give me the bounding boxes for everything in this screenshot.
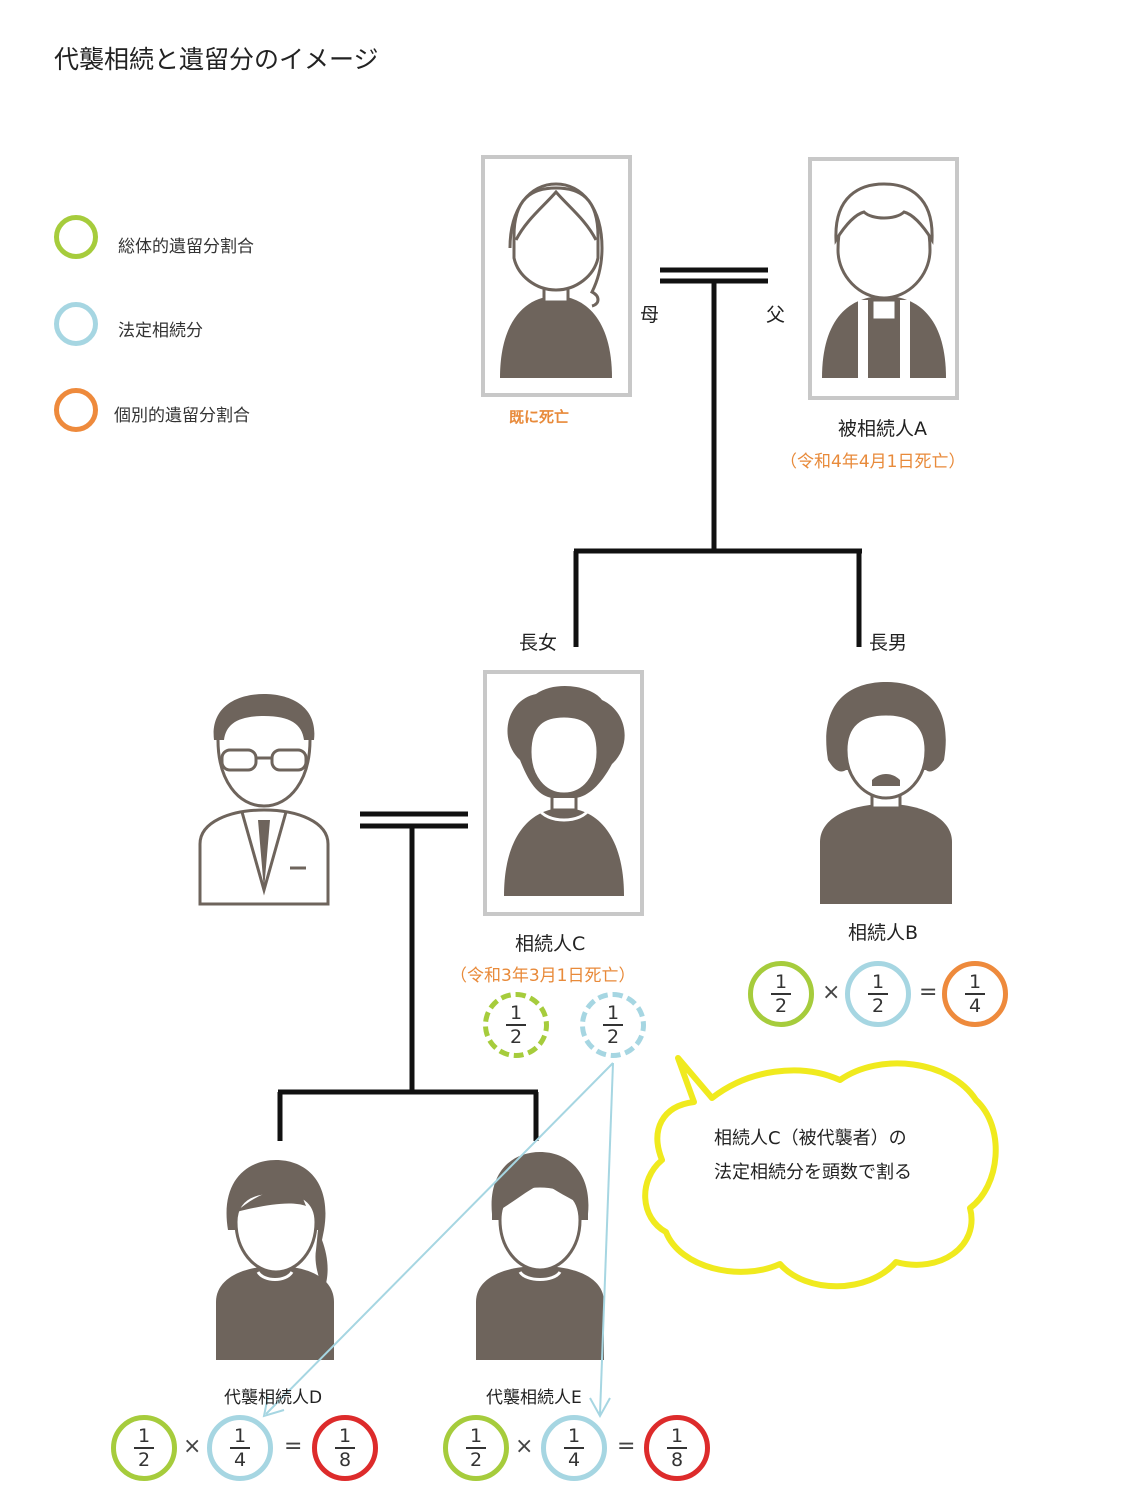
legend-circle-overall [54, 215, 98, 259]
father-role-label: 父 [766, 304, 786, 326]
daughter-figure-icon [504, 686, 625, 896]
legend-label-statutory: 法定相続分 [118, 321, 203, 341]
fraction-numerator: 1 [871, 971, 885, 994]
fraction-denominator: 8 [338, 1448, 352, 1471]
distribution-arrows [262, 1062, 614, 1419]
fraction-denominator: 2 [606, 1025, 620, 1048]
daughter-role-label: 長女 [519, 632, 558, 654]
arrow-head-d [262, 1395, 285, 1418]
father-death-note: （令和4年4月1日死亡） [780, 452, 966, 472]
fraction-bar [506, 1024, 526, 1026]
fraction-numerator: 1 [774, 971, 788, 994]
fraction-denominator: 4 [968, 994, 982, 1017]
fraction-denominator: 4 [233, 1448, 247, 1471]
daughter-death-note: （令和3年3月1日死亡） [450, 966, 636, 986]
tree-lines [277, 267, 862, 1141]
fraction-bar [230, 1447, 250, 1449]
fraction-numerator: 1 [968, 971, 982, 994]
mother-figure-icon [500, 182, 612, 378]
father-name-label: 被相続人A [838, 418, 927, 440]
son-figure-icon [820, 682, 952, 904]
d-times-sign: × [183, 1434, 202, 1459]
fraction-bar [667, 1447, 687, 1449]
fraction-denominator: 2 [871, 994, 885, 1017]
arrow-to-e [599, 1062, 614, 1415]
grandchild-e-figure-icon [476, 1152, 604, 1360]
fraction-denominator: 8 [670, 1448, 684, 1471]
fraction-numerator: 1 [137, 1425, 151, 1448]
callout-cloud [642, 1055, 999, 1290]
fraction-denominator: 2 [469, 1448, 483, 1471]
fraction-numerator: 1 [567, 1425, 581, 1448]
b-times-sign: × [822, 980, 841, 1005]
fraction-bar [868, 993, 888, 995]
arrow-head-e [589, 1397, 611, 1419]
fraction-denominator: 2 [137, 1448, 151, 1471]
fraction-bar [603, 1024, 623, 1026]
son-name-label: 相続人B [848, 922, 919, 944]
legend-circle-individual [54, 388, 98, 432]
arrow-to-d [265, 1062, 614, 1415]
e-times-sign: × [515, 1434, 534, 1459]
callout-text-line-2: 法定相続分を頭数で割る [714, 1162, 912, 1183]
fraction-denominator: 2 [509, 1025, 523, 1048]
grandchild-e-name-label: 代襲相続人E [486, 1388, 582, 1408]
fraction-numerator: 1 [606, 1002, 620, 1025]
fraction-numerator: 1 [670, 1425, 684, 1448]
fraction-numerator: 1 [338, 1425, 352, 1448]
mother-role-label: 母 [640, 304, 660, 326]
grandchild-d-figure-icon [216, 1160, 334, 1360]
father-figure-icon [822, 182, 946, 378]
grandchild-d-name-label: 代襲相続人D [224, 1388, 323, 1408]
daughter-name-label: 相続人C [515, 933, 586, 955]
husband-figure-icon [198, 694, 330, 906]
legend-label-overall: 総体的遺留分割合 [118, 237, 254, 257]
fraction-bar [134, 1447, 154, 1449]
d-equals-sign: = [284, 1434, 303, 1459]
fraction-denominator: 4 [567, 1448, 581, 1471]
fraction-denominator: 2 [774, 994, 788, 1017]
fraction-bar [466, 1447, 486, 1449]
fraction-numerator: 1 [509, 1002, 523, 1025]
b-equals-sign: = [919, 980, 938, 1005]
son-role-label: 長男 [869, 632, 908, 654]
page-title: 代襲相続と遺留分のイメージ [54, 45, 379, 74]
fraction-numerator: 1 [233, 1425, 247, 1448]
mother-note: 既に死亡 [509, 408, 570, 426]
legend-label-individual: 個別的遺留分割合 [114, 406, 250, 426]
fraction-bar [564, 1447, 584, 1449]
fraction-bar [335, 1447, 355, 1449]
fraction-bar [771, 993, 791, 995]
fraction-bar [965, 993, 985, 995]
e-equals-sign: = [617, 1434, 636, 1459]
legend-circle-statutory [54, 302, 98, 346]
fraction-numerator: 1 [469, 1425, 483, 1448]
callout-text-line-1: 相続人C（被代襲者）の [714, 1128, 907, 1149]
